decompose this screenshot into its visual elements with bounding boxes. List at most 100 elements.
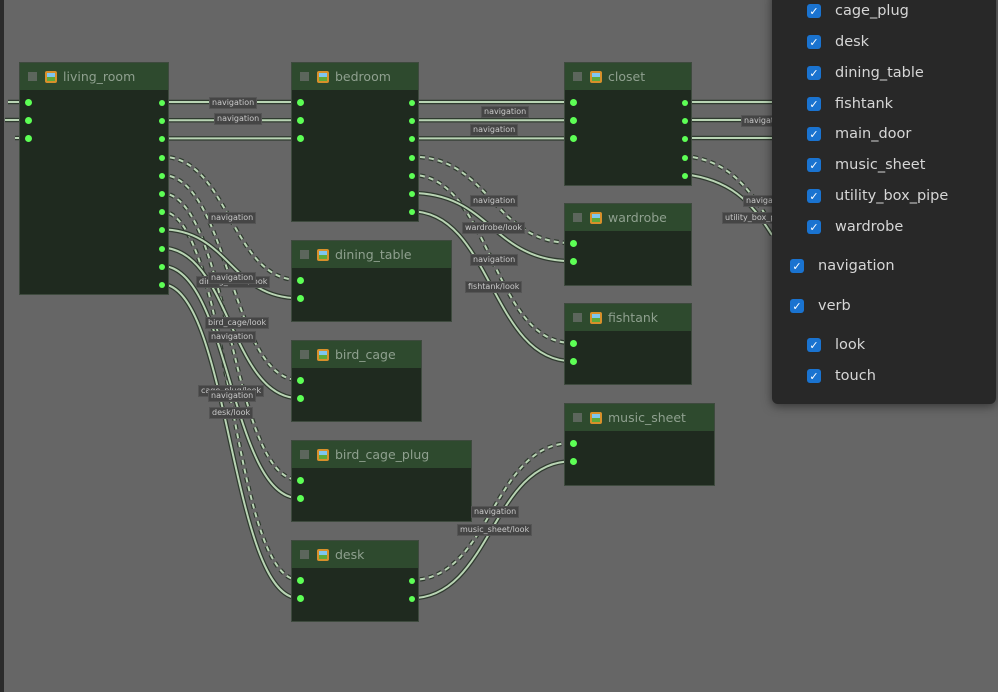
output-port[interactable] — [409, 596, 415, 603]
node-header[interactable]: wardrobe — [565, 204, 691, 231]
checkbox-checked-icon[interactable]: ✓ — [807, 158, 821, 172]
node-select-checkbox[interactable] — [300, 550, 309, 559]
checkbox-checked-icon[interactable]: ✓ — [807, 4, 821, 18]
output-port[interactable] — [159, 191, 165, 197]
output-port[interactable] — [159, 209, 165, 216]
verb-edge[interactable] — [160, 264, 300, 500]
input-port[interactable] — [570, 458, 577, 466]
node-header[interactable]: living_room — [20, 63, 168, 90]
node-bird-cage[interactable]: bird_cage — [291, 340, 422, 422]
checkbox-checked-icon[interactable]: ✓ — [790, 299, 804, 313]
input-port[interactable] — [570, 117, 577, 125]
node-select-checkbox[interactable] — [573, 313, 582, 322]
output-port[interactable] — [409, 136, 415, 143]
filter-item-music-sheet[interactable]: ✓music_sheet — [807, 157, 925, 173]
node-header[interactable]: bird_cage_plug — [292, 441, 471, 468]
output-port[interactable] — [409, 118, 415, 125]
output-port[interactable] — [159, 100, 165, 106]
node-select-checkbox[interactable] — [300, 350, 309, 359]
output-port[interactable] — [409, 209, 415, 216]
input-port[interactable] — [25, 99, 32, 106]
node-header[interactable]: bird_cage — [292, 341, 421, 368]
node-header[interactable]: music_sheet — [565, 404, 714, 431]
filter-item-cage-plug[interactable]: ✓cage_plug — [807, 3, 909, 19]
node-select-checkbox[interactable] — [573, 213, 582, 222]
filter-item-touch[interactable]: ✓touch — [807, 368, 876, 384]
output-port[interactable] — [682, 154, 688, 161]
input-port[interactable] — [297, 477, 304, 484]
output-port[interactable] — [682, 118, 688, 125]
node-header[interactable]: fishtank — [565, 304, 691, 331]
input-port[interactable] — [297, 277, 304, 284]
filter-item-desk[interactable]: ✓desk — [807, 34, 869, 50]
checkbox-checked-icon[interactable]: ✓ — [807, 338, 821, 352]
checkbox-checked-icon[interactable]: ✓ — [807, 369, 821, 383]
input-port[interactable] — [297, 377, 304, 384]
filter-item-wardrobe[interactable]: ✓wardrobe — [807, 219, 903, 235]
output-port[interactable] — [159, 263, 165, 270]
filter-item-verb[interactable]: ✓verb — [790, 298, 851, 314]
input-port[interactable] — [297, 295, 304, 303]
node-select-checkbox[interactable] — [573, 72, 582, 81]
verb-edge[interactable] — [160, 228, 300, 300]
checkbox-checked-icon[interactable]: ✓ — [807, 220, 821, 234]
filter-item-main-door[interactable]: ✓main_door — [807, 126, 911, 142]
node-header[interactable]: desk — [292, 541, 418, 568]
filter-item-fishtank[interactable]: ✓fishtank — [807, 96, 893, 112]
input-port[interactable] — [570, 340, 577, 347]
input-port[interactable] — [297, 117, 304, 125]
node-music-sheet[interactable]: music_sheet — [564, 403, 715, 486]
input-port[interactable] — [570, 358, 577, 366]
node-select-checkbox[interactable] — [300, 72, 309, 81]
output-port[interactable] — [159, 245, 165, 252]
output-port[interactable] — [682, 100, 688, 106]
output-port[interactable] — [159, 136, 165, 143]
output-port[interactable] — [159, 172, 165, 179]
checkbox-checked-icon[interactable]: ✓ — [790, 259, 804, 273]
node-living-room[interactable]: living_room — [19, 62, 169, 295]
navigation-edge[interactable] — [160, 155, 300, 281]
input-port[interactable] — [570, 240, 577, 247]
output-port[interactable] — [409, 578, 415, 584]
output-port[interactable] — [409, 154, 415, 161]
input-port[interactable] — [570, 99, 577, 106]
input-port[interactable] — [297, 395, 304, 403]
output-port[interactable] — [682, 136, 688, 143]
node-closet[interactable]: closet — [564, 62, 692, 186]
checkbox-checked-icon[interactable]: ✓ — [807, 66, 821, 80]
node-select-checkbox[interactable] — [573, 413, 582, 422]
input-port[interactable] — [297, 99, 304, 106]
checkbox-checked-icon[interactable]: ✓ — [807, 35, 821, 49]
verb-edge[interactable] — [160, 283, 300, 600]
input-port[interactable] — [297, 135, 304, 143]
navigation-edge[interactable] — [410, 173, 573, 344]
output-port[interactable] — [159, 118, 165, 125]
input-port[interactable] — [570, 135, 577, 143]
node-wardrobe[interactable]: wardrobe — [564, 203, 692, 286]
filter-item-navigation[interactable]: ✓navigation — [790, 258, 895, 274]
node-fishtank[interactable]: fishtank — [564, 303, 692, 385]
node-header[interactable]: bedroom — [292, 63, 418, 90]
output-port[interactable] — [159, 282, 165, 288]
input-port[interactable] — [297, 595, 304, 603]
node-desk[interactable]: desk — [291, 540, 419, 622]
input-port[interactable] — [25, 135, 32, 143]
filter-item-dining-table[interactable]: ✓dining_table — [807, 65, 924, 81]
output-port[interactable] — [409, 172, 415, 179]
input-port[interactable] — [25, 117, 32, 125]
checkbox-checked-icon[interactable]: ✓ — [807, 127, 821, 141]
input-port[interactable] — [297, 495, 304, 503]
node-select-checkbox[interactable] — [300, 450, 309, 459]
verb-edge[interactable] — [683, 173, 773, 236]
node-bird-cage-plug[interactable]: bird_cage_plug — [291, 440, 472, 522]
checkbox-checked-icon[interactable]: ✓ — [807, 189, 821, 203]
output-port[interactable] — [682, 172, 688, 179]
output-port[interactable] — [159, 154, 165, 161]
checkbox-checked-icon[interactable]: ✓ — [807, 97, 821, 111]
node-header[interactable]: dining_table — [292, 241, 451, 268]
node-header[interactable]: closet — [565, 63, 691, 90]
filter-item-look[interactable]: ✓look — [807, 337, 865, 353]
input-port[interactable] — [570, 258, 577, 266]
filter-item-utility-box-pipe[interactable]: ✓utility_box_pipe — [807, 188, 948, 204]
